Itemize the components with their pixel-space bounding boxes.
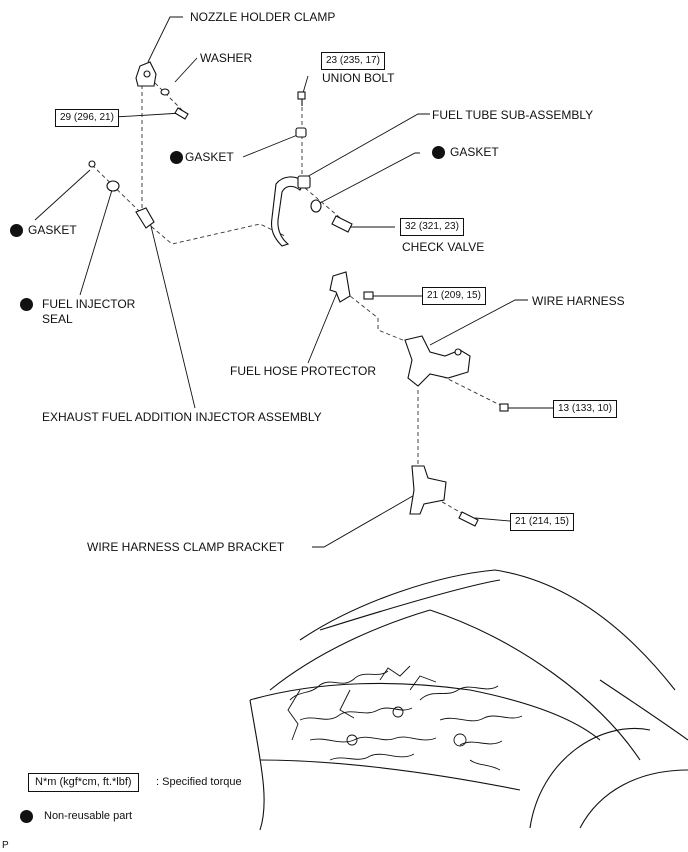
clamp-bracket-part	[409, 465, 447, 515]
leader-bracket-bolt	[474, 517, 511, 522]
legend-nonreusable-desc: Non-reusable part	[44, 810, 133, 822]
leader-fuel-injector-seal	[79, 189, 113, 296]
legend-nonreusable-marker	[20, 810, 33, 823]
harness-bolt-part	[499, 403, 509, 412]
far-left-gasket-part	[88, 160, 96, 168]
engine-bay-detail	[287, 665, 523, 771]
right-gasket-part	[310, 199, 322, 213]
label-fuel-injector-seal-2: SEAL	[42, 312, 73, 326]
washer-bolt-part	[174, 107, 189, 120]
label-washer: WASHER	[200, 51, 253, 65]
tube-gasket-part	[295, 127, 307, 138]
vehicle-outline	[249, 569, 688, 831]
leader-exhaust-injector	[149, 221, 196, 409]
dash-washer-bolt	[149, 77, 186, 114]
dash-injector-tube	[145, 221, 286, 245]
wire-harness-part	[404, 335, 471, 387]
label-fuel-injector-seal-1: FUEL INJECTOR	[42, 297, 136, 311]
label-wire-harness-clamp-bracket: WIRE HARNESS CLAMP BRACKET	[87, 540, 285, 554]
torque-protector-bolt: 21 (209, 15)	[422, 287, 486, 305]
injector-seal-part	[106, 180, 120, 192]
torque-union-bolt: 23 (235, 17)	[321, 52, 385, 70]
leader-fuel-tube	[304, 113, 430, 179]
label-wire-harness: WIRE HARNESS	[532, 294, 625, 308]
dash-harness-bolt	[429, 369, 501, 406]
corner-mark: P	[2, 840, 9, 851]
leader-gasket-far-left	[34, 169, 91, 221]
torque-harness-bolt: 13 (133, 10)	[553, 400, 617, 418]
torque-bracket-bolt: 21 (214, 15)	[510, 513, 574, 531]
label-fuel-hose-protector: FUEL HOSE PROTECTOR	[230, 364, 377, 378]
leader-wire-harness	[429, 299, 528, 346]
leader-washer-bolt	[114, 112, 183, 118]
torque-check-valve: 32 (321, 23)	[400, 218, 464, 236]
label-exhaust-injector: EXHAUST FUEL ADDITION INJECTOR ASSEMBLY	[42, 410, 322, 424]
nonreusable-marker	[10, 224, 23, 237]
leader-fuel-hose-protector	[307, 289, 339, 364]
leader-nozzle-holder-clamp	[147, 16, 183, 63]
leader-clamp-bracket	[312, 492, 419, 548]
nonreusable-marker	[432, 146, 445, 159]
nonreusable-marker	[20, 298, 33, 311]
label-gasket-check-valve: GASKET	[450, 145, 499, 159]
leader-gasket-left-mid	[242, 133, 301, 158]
label-check-valve: CHECK VALVE	[402, 240, 485, 254]
torque-washer-bolt: 29 (296, 21)	[55, 109, 119, 127]
legend-torque-box: N*m (kgf*cm, ft.*lbf)	[28, 773, 139, 792]
leader-gasket-right	[319, 152, 420, 204]
dash-check-valve	[304, 187, 346, 223]
nonreusable-marker	[170, 151, 183, 164]
label-union-bolt: UNION BOLT	[322, 71, 395, 85]
check-valve-part	[331, 215, 353, 233]
fuel-hose-protector-part	[329, 271, 351, 303]
legend-torque-desc: : Specified torque	[156, 776, 242, 788]
bracket-bolt-part	[458, 511, 479, 527]
protector-bolt-part	[363, 291, 374, 300]
dash-protector-harness	[344, 291, 416, 346]
injector-part	[135, 207, 155, 229]
leader-washer	[174, 57, 198, 83]
washer-part	[160, 88, 170, 96]
label-nozzle-holder-clamp: NOZZLE HOLDER CLAMP	[190, 10, 336, 24]
label-fuel-tube-sub-assembly: FUEL TUBE SUB-ASSEMBLY	[432, 108, 594, 122]
label-gasket-far-left: GASKET	[28, 223, 77, 237]
union-bolt-part	[297, 91, 306, 100]
label-gasket-tube: GASKET	[185, 150, 234, 164]
leader-union-bolt	[302, 75, 309, 94]
